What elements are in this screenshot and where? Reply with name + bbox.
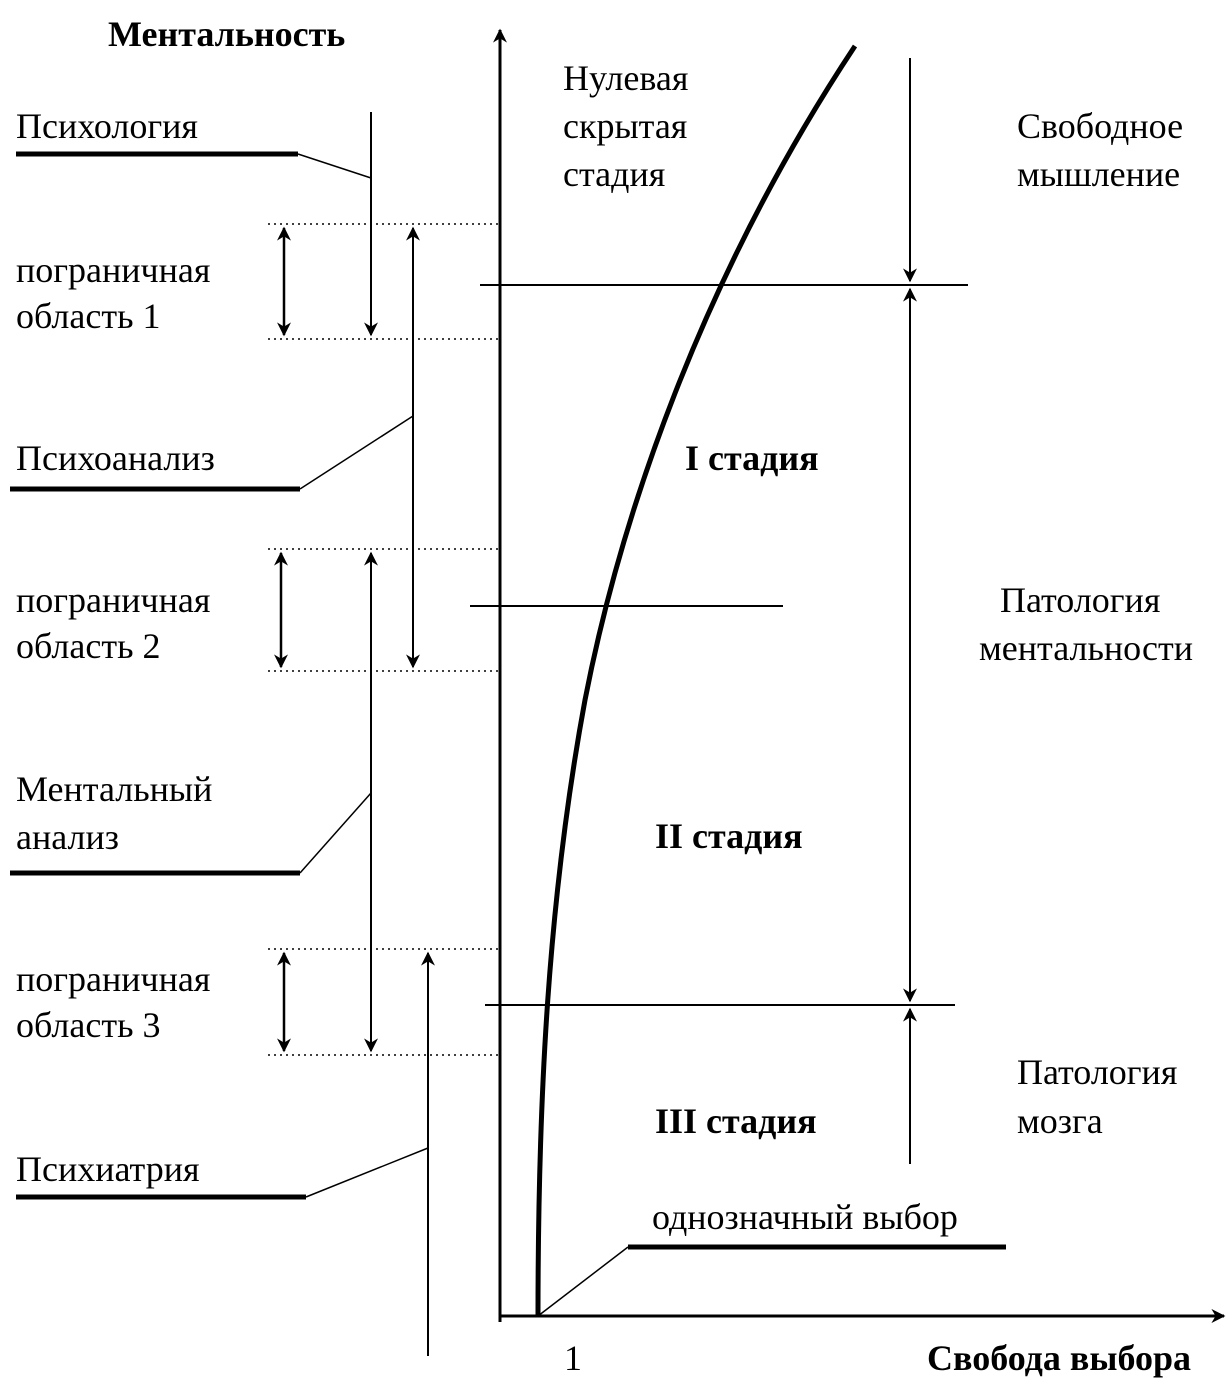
zero-stage-label-line3: стадия bbox=[563, 154, 665, 194]
psychiatry-callout bbox=[16, 1147, 429, 1200]
free-thinking-label-line1: Свободное bbox=[1017, 106, 1183, 146]
border3-label-line1: пограничная bbox=[16, 959, 210, 999]
first-stage-label: I стадия bbox=[685, 438, 819, 478]
border3-label-line2: область 3 bbox=[16, 1005, 161, 1045]
third-stage-label: III стадия bbox=[655, 1101, 817, 1141]
second-stage-label: II стадия bbox=[655, 816, 803, 856]
border1-label-line1: пограничная bbox=[16, 250, 210, 290]
mental-analysis-label-line2: анализ bbox=[16, 817, 119, 857]
brain-pathology-label-line2: мозга bbox=[1017, 1101, 1103, 1141]
brain-pathology-label-line1: Патология bbox=[1017, 1052, 1177, 1092]
border2-label-line1: пограничная bbox=[16, 580, 210, 620]
zero-stage-label-line2: скрытая bbox=[563, 106, 687, 146]
psychoanalysis-label: Психоанализ bbox=[16, 438, 215, 478]
psychology-callout bbox=[16, 151, 372, 179]
stage-curve bbox=[535, 44, 858, 1317]
y-axis-title: Ментальность bbox=[108, 14, 345, 54]
mental-analysis-label-line1: Ментальный bbox=[16, 769, 212, 809]
border1-label-line2: область 1 bbox=[16, 296, 161, 336]
mentality-pathology-label-line2: ментальности bbox=[979, 628, 1193, 668]
x-tick-label: 1 bbox=[564, 1338, 582, 1378]
border2-label-line2: область 2 bbox=[16, 626, 161, 666]
zero-stage-label-line1: Нулевая bbox=[563, 58, 688, 98]
mental-analysis-callout bbox=[10, 792, 372, 876]
x-axis-title: Свобода выбора bbox=[927, 1338, 1191, 1378]
psychiatry-label: Психиатрия bbox=[16, 1149, 200, 1189]
psychoanalysis-callout bbox=[10, 415, 414, 492]
unique-choice-callout bbox=[537, 1244, 1006, 1317]
psychology-label: Психология bbox=[16, 106, 198, 146]
border-dotted-lines bbox=[268, 223, 500, 1056]
free-thinking-label-line2: мышление bbox=[1017, 154, 1180, 194]
unique-choice-label: однозначный выбор bbox=[652, 1197, 958, 1237]
mentality-pathology-label-line1: Патология bbox=[1000, 580, 1160, 620]
